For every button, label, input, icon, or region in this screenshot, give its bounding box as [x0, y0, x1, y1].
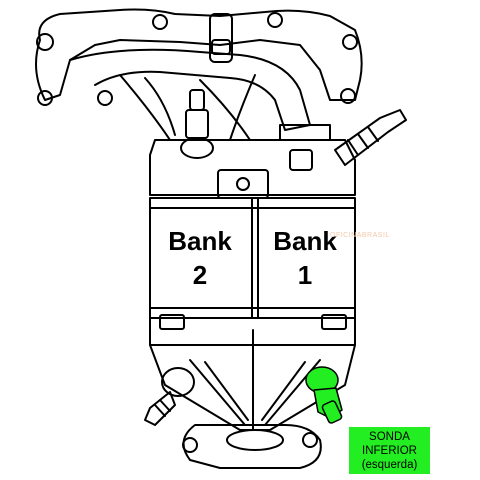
bank-1-number: 1	[297, 260, 313, 290]
collector-flange	[279, 124, 331, 141]
flange-bolt-hole	[36, 33, 54, 51]
bracket	[289, 149, 313, 171]
right-upper-sensor	[347, 126, 379, 156]
manifold-runner	[119, 74, 256, 141]
flange-bolt-hole	[267, 12, 283, 28]
callout-line-3: (esquerda)	[361, 458, 418, 471]
flange-bolt-hole	[342, 34, 358, 50]
upper-sensor	[185, 109, 209, 139]
outlet-bolt-hole	[182, 437, 198, 453]
lower-bracket	[321, 314, 347, 330]
flange-bolt-hole	[97, 90, 113, 106]
left-lower-sensor	[144, 391, 176, 426]
manifold-flange	[35, 8, 363, 101]
bank-1-label: Bank 1	[260, 224, 350, 292]
bank-1-word: Bank	[273, 226, 337, 256]
left-lower-sensor	[154, 399, 171, 417]
bank-2-number: 2	[192, 260, 208, 290]
manifold-runner	[144, 77, 176, 136]
watermark: OFICINABRASIL	[330, 232, 390, 239]
callout-line-2: INFERIOR	[362, 444, 417, 457]
pipe-clamp	[209, 13, 233, 63]
collector-flange	[149, 139, 356, 196]
lower-sensor-callout: SONDA INFERIOR (esquerda)	[349, 427, 430, 474]
outlet-bolt-hole	[302, 432, 318, 448]
flange-bolt-hole	[37, 90, 53, 106]
bracket-bolt	[236, 177, 250, 191]
converter-outlet-cone	[189, 359, 321, 426]
lower-bracket	[159, 314, 185, 330]
upper-sensor	[189, 89, 205, 111]
flange-bolt-hole	[152, 14, 168, 30]
flange-bolt-hole	[340, 88, 356, 104]
lower-sensor-highlight	[305, 366, 343, 424]
upper-sensor-base	[180, 137, 214, 159]
bracket	[217, 169, 269, 199]
right-upper-sensor	[334, 109, 407, 166]
bank-2-label: Bank 2	[155, 224, 245, 292]
callout-line-1: SONDA	[369, 430, 410, 443]
bank-2-word: Bank	[168, 226, 232, 256]
outlet-flange	[182, 424, 322, 469]
pipe-clamp	[211, 39, 231, 55]
outlet-pipe	[226, 429, 284, 451]
left-lower-sensor-boss	[161, 367, 195, 397]
manifold-runner	[69, 48, 311, 131]
